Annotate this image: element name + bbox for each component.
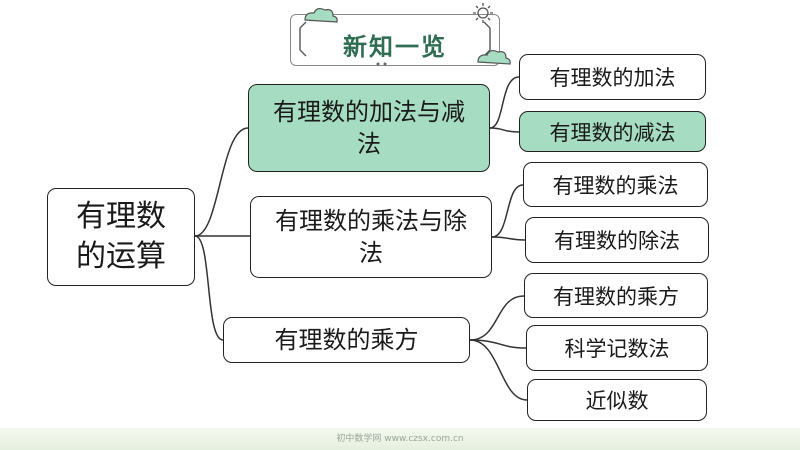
connector-branch-2-to-leaf-1 xyxy=(491,184,524,238)
cloud-icon xyxy=(304,7,338,23)
sun-icon xyxy=(473,3,493,23)
connector-branch-3-to-leaf-2 xyxy=(469,339,527,349)
leaf-node-division: 有理数的除法 xyxy=(525,217,709,263)
branch-node-power: 有理数的乘方 xyxy=(223,317,470,363)
page-title: 新知一览 xyxy=(343,32,447,61)
connector-branch-1-to-leaf-1 xyxy=(489,76,520,129)
connector-branch-2-to-leaf-2 xyxy=(491,236,526,241)
title-decorations xyxy=(299,3,511,66)
title-banner: 新知一览 xyxy=(290,14,500,66)
leaf-node-scientific-notation: 科学记数法 xyxy=(526,325,708,371)
branch-node-addition-subtraction: 有理数的加法与减法 xyxy=(248,84,490,172)
cloud-icon-right xyxy=(477,49,511,65)
leaf-node-power: 有理数的乘方 xyxy=(524,273,708,318)
root-node: 有理数的运算 xyxy=(47,188,195,286)
leaf-node-multiplication: 有理数的乘法 xyxy=(523,162,708,207)
connector-branch-1-to-leaf-2 xyxy=(489,127,520,133)
title-bracket-right xyxy=(483,21,491,57)
connector-root-to-branch-1 xyxy=(194,127,249,237)
title-bracket-left xyxy=(299,21,307,57)
leaf-node-subtraction: 有理数的减法 xyxy=(519,111,706,152)
leaf-node-approximate-number: 近似数 xyxy=(527,379,707,421)
sparkle-dots xyxy=(376,62,387,66)
connector-branch-3-to-leaf-3 xyxy=(469,339,528,401)
connector-branch-3-to-leaf-1 xyxy=(469,295,525,341)
leaf-node-addition: 有理数的加法 xyxy=(519,54,706,100)
connector-root-to-branch-3 xyxy=(194,235,224,341)
branch-node-multiplication-division: 有理数的乘法与除法 xyxy=(250,196,492,278)
bottom-band xyxy=(0,428,800,450)
footer-watermark: 初中数学网 www.czsx.com.cn xyxy=(336,434,464,444)
